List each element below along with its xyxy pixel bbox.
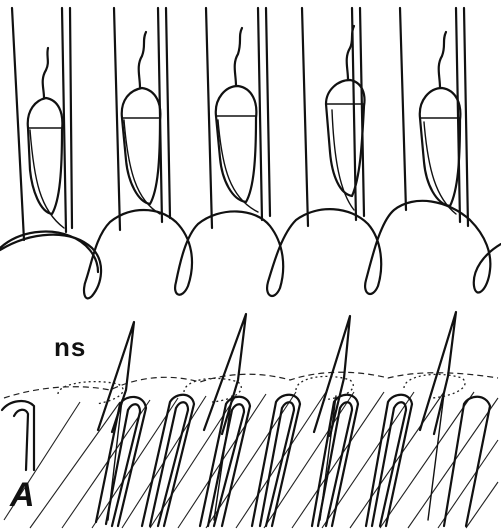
hatching (4, 392, 498, 528)
ns-label: ns (54, 332, 86, 363)
sensillum-unit-2 (114, 8, 170, 230)
u-shaped-cells (2, 395, 490, 526)
spine-sensilla (98, 312, 456, 520)
sensillum-unit-1 (0, 8, 98, 272)
upper-sensilla-row (0, 8, 501, 298)
surface-outline (4, 372, 498, 398)
sensillum-unit-5 (400, 8, 468, 226)
base-membrane (0, 201, 501, 299)
sensillum-unit-4 (302, 8, 364, 226)
panel-label: A (10, 476, 35, 515)
sensillum-unit-3 (206, 8, 270, 228)
